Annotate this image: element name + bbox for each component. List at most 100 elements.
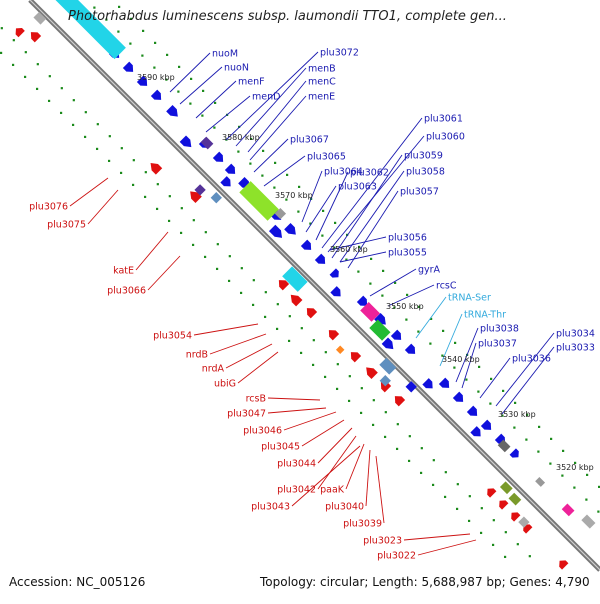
ruler-dot xyxy=(131,183,135,187)
leader-line xyxy=(495,332,555,407)
ruler-dot xyxy=(190,77,193,80)
ruler-dot xyxy=(130,17,133,20)
feature-cyan xyxy=(282,266,308,292)
cds-forward xyxy=(470,426,481,437)
ruler-dot xyxy=(203,255,207,259)
ruler-dot xyxy=(142,29,145,32)
ruler-dot xyxy=(311,363,315,367)
feature-label-forward: nuoN xyxy=(224,63,249,74)
feature-green xyxy=(369,319,391,341)
ruler-dot xyxy=(118,5,121,8)
ruler-dot xyxy=(454,341,457,344)
leader-line xyxy=(263,155,306,187)
feature-gray xyxy=(535,476,546,487)
leader-line xyxy=(247,80,307,153)
ruler-dot xyxy=(105,18,108,21)
leader-line xyxy=(317,427,353,464)
scale-tick-label: 3560 kbp xyxy=(330,245,368,254)
ruler-dot xyxy=(35,87,39,91)
ruler-dot xyxy=(550,437,553,440)
leader-line xyxy=(301,419,345,447)
ruler-dot xyxy=(298,185,301,188)
leader-line xyxy=(169,52,211,93)
ruler-dot xyxy=(432,459,435,462)
ruler-dot xyxy=(585,498,588,501)
cds-reverse xyxy=(150,162,163,175)
ruler-dot xyxy=(60,87,63,90)
ruler-dot xyxy=(213,126,216,129)
ruler-dot xyxy=(12,39,15,42)
ruler-dot xyxy=(228,255,231,258)
ruler-dot xyxy=(336,363,339,366)
leader-line xyxy=(345,443,365,490)
ruler-dot xyxy=(24,51,27,54)
ruler-dot xyxy=(477,390,480,393)
feature-label-forward: plu3038 xyxy=(480,324,519,335)
ruler-dot xyxy=(263,315,267,319)
ruler-dot xyxy=(333,246,336,249)
ruler-dot xyxy=(383,435,387,439)
ruler-dot xyxy=(418,305,421,308)
ruler-dot xyxy=(480,507,483,510)
ruler-dot xyxy=(156,183,159,186)
feature-lime xyxy=(239,181,279,221)
cds-forward xyxy=(314,253,326,264)
ruler-dot xyxy=(430,317,433,320)
feature-label-reverse: plu3066 xyxy=(107,286,146,297)
ruler-dot xyxy=(120,147,123,150)
ruler-dot xyxy=(132,159,135,162)
cds-reverse xyxy=(278,280,290,291)
cds-forward xyxy=(300,239,312,250)
leader-line xyxy=(291,445,361,507)
feature-label-forward: plu3060 xyxy=(426,132,465,143)
leader-line xyxy=(301,170,323,223)
ruler-dot xyxy=(407,459,411,463)
cds-forward xyxy=(404,343,416,354)
ruler-dot xyxy=(360,387,363,390)
feature-label-reverse: plu3022 xyxy=(377,551,416,562)
feature-label-reverse: plu3047 xyxy=(227,409,266,420)
ruler-dot xyxy=(288,315,291,318)
ruler-dot xyxy=(47,99,51,103)
cds-forward xyxy=(179,135,192,148)
ruler-dot xyxy=(442,329,445,332)
ruler-dot xyxy=(516,543,519,546)
feature-cyan xyxy=(50,0,126,60)
cds-forward xyxy=(356,295,368,306)
ruler-dot xyxy=(202,89,205,92)
feature-label-forward: plu3064 xyxy=(324,167,363,178)
feature-label-forward: menB xyxy=(308,64,336,75)
ruler-dot xyxy=(189,102,192,105)
ruler-dot xyxy=(201,114,204,117)
feature-label-forward: nuoM xyxy=(212,49,238,60)
ruler-dot xyxy=(528,555,531,558)
feature-label-forward: rcsC xyxy=(436,281,457,292)
ruler-dot xyxy=(23,75,27,79)
feature-label-forward: plu3055 xyxy=(388,248,427,259)
ruler-dot xyxy=(538,425,541,428)
cds-reverse xyxy=(511,512,521,522)
ruler-dot xyxy=(479,531,483,535)
leader-line xyxy=(375,455,385,524)
cds-reverse xyxy=(306,308,318,319)
ruler-dot xyxy=(335,387,339,391)
ruler-dot xyxy=(48,75,51,78)
feature-label-forward: plu3056 xyxy=(388,233,427,244)
ruler-dot xyxy=(586,473,589,476)
feature-label-reverse: rcsB xyxy=(246,394,266,405)
feature-label-forward: plu3059 xyxy=(404,151,443,162)
feature-label-forward: plu3037 xyxy=(478,339,517,350)
ruler-dot xyxy=(358,245,361,248)
cds-forward xyxy=(268,224,283,238)
feature-label-rna: tRNA-Ser xyxy=(448,293,491,304)
feature-label-forward: plu3065 xyxy=(307,152,346,163)
ruler-dot xyxy=(154,41,157,44)
cds-forward xyxy=(220,176,231,187)
leader-line xyxy=(479,357,511,399)
cds-reverse xyxy=(350,352,362,363)
ruler-dot xyxy=(72,99,75,102)
feature-label-forward: plu3034 xyxy=(556,329,595,340)
feature-label-forward: plu3033 xyxy=(556,343,595,354)
scale-tick-label: 3570 kbp xyxy=(275,191,313,200)
ruler-dot xyxy=(264,291,267,294)
